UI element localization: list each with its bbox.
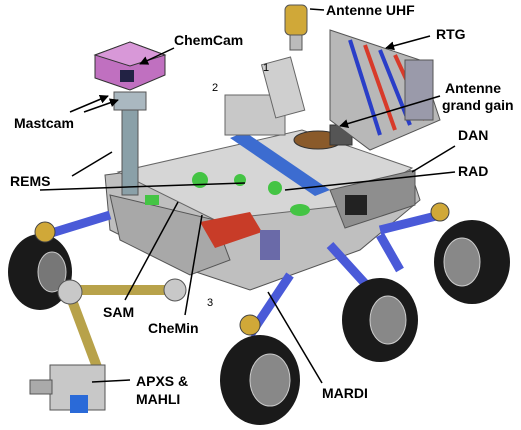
leader-rtg: [385, 35, 431, 51]
leader-sam: [124, 201, 179, 301]
deck-stripe: [230, 132, 330, 196]
leader-mastcam-b: [83, 98, 119, 113]
leader-uhf: [309, 8, 325, 11]
label-chemcam: ChemCam: [174, 32, 244, 48]
rtg-unit: [329, 29, 441, 151]
uhf-antenna: [260, 4, 308, 119]
marker-1: 1: [263, 62, 270, 74]
leader-lines: [39, 8, 456, 384]
label-antenne-uhf: Antenne UHF: [326, 2, 415, 18]
label-apxs: APXS &: [136, 373, 189, 389]
leader-rems: [71, 151, 113, 177]
marker-2: 2: [212, 82, 219, 94]
leader-mardi: [267, 291, 323, 384]
leader-apxs: [91, 379, 131, 383]
leader-hga: [339, 95, 441, 128]
label-mardi: MARDI: [322, 385, 368, 401]
label-rems: REMS: [10, 173, 51, 189]
leader-chemin: [184, 214, 203, 316]
leader-dan: [411, 145, 456, 173]
label-rtg: RTG: [436, 26, 466, 42]
marker-3: 3: [207, 297, 214, 309]
leader-mastcam-a: [69, 94, 109, 113]
robotic-arm: [29, 278, 187, 413]
label-chemin: CheMin: [148, 320, 199, 336]
label-rad: RAD: [458, 163, 489, 179]
high-gain-antenna: [293, 124, 353, 150]
label-mastcam: Mastcam: [14, 115, 74, 131]
label-mahli: MAHLI: [136, 391, 181, 407]
mast: [93, 41, 167, 196]
label-dan: DAN: [458, 127, 489, 143]
wheels: [8, 202, 510, 425]
leader-body: [39, 182, 246, 191]
leader-chemcam: [139, 47, 175, 65]
leader-rad: [284, 171, 456, 191]
label-antenne-line1: Antenne: [445, 80, 501, 96]
label-grand-gain: grand gain: [442, 97, 514, 113]
label-sam: SAM: [103, 304, 135, 320]
